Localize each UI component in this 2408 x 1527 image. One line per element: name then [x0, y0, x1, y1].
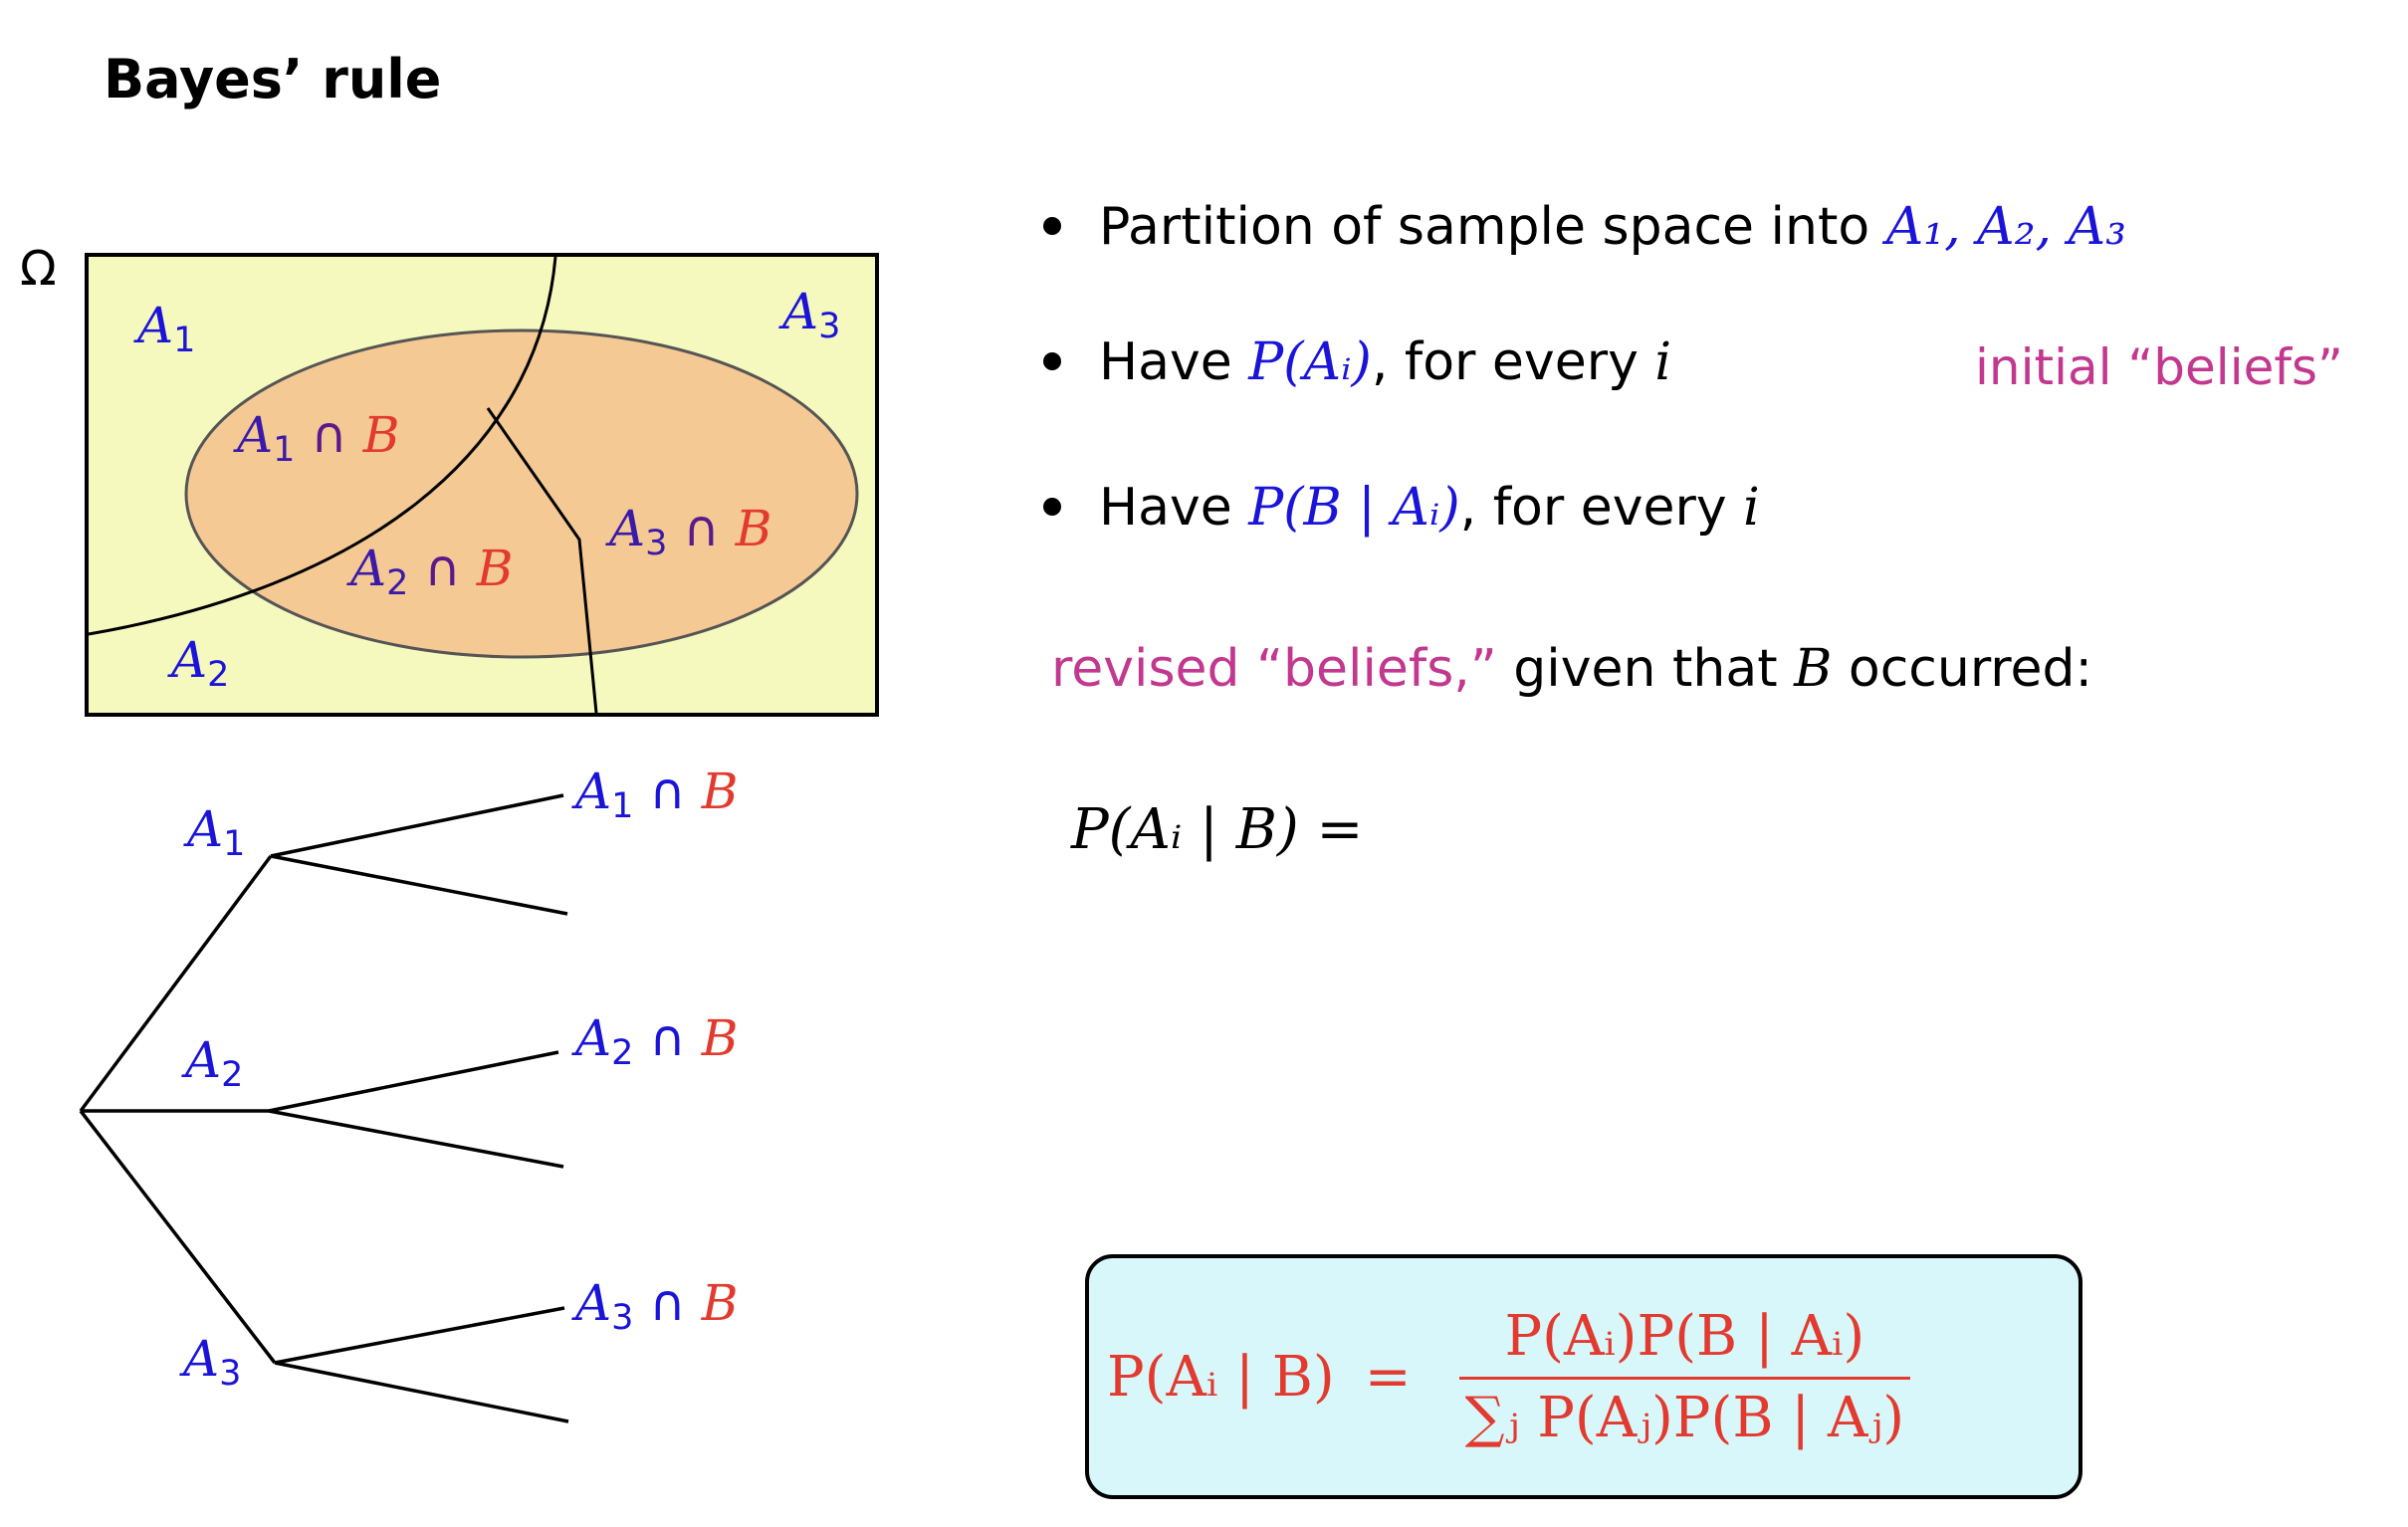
tree-branch-a3-b — [274, 1306, 565, 1365]
bullet-dot — [1043, 217, 1061, 235]
formula-denominator: ∑ⱼ P(Aⱼ)P(B | Aⱼ) — [1464, 1385, 1905, 1450]
tree-node-a3: A3 — [183, 1330, 242, 1394]
tree-branch-a2-bc — [268, 1109, 564, 1169]
tree-branch-a2-b — [268, 1050, 559, 1113]
tree-branch-a1-bc — [270, 854, 568, 916]
region-a2-label: A2 — [171, 631, 230, 695]
tree-branch-root-a3 — [79, 1109, 277, 1365]
omega-label: Ω — [20, 241, 57, 297]
formula-lhs: P(Aᵢ | B) — [1107, 1344, 1335, 1410]
region-a3-cap-b-label: A3 ∩ B — [609, 500, 772, 563]
bayes-formula: P(Aᵢ | B) = P(Aᵢ)P(B | Aᵢ) ∑ⱼ P(Aⱼ)P(B |… — [1107, 1258, 1911, 1495]
fraction-bar — [1458, 1376, 1911, 1380]
tree-node-a1: A1 — [187, 800, 246, 864]
tree-node-a2: A2 — [185, 1031, 244, 1095]
bayes-formula-box: P(Aᵢ | B) = P(Aᵢ)P(B | Aᵢ) ∑ⱼ P(Aⱼ)P(B |… — [1085, 1254, 2082, 1499]
initial-beliefs-note: initial “beliefs” — [1975, 338, 2343, 396]
partial-formula: P(Aᵢ | B) = — [1071, 797, 1364, 862]
bullet-partition: Partition of sample space into A₁, A₂, A… — [1043, 201, 2126, 253]
tree-leaf-a1-cap-b: A1 ∩ B — [575, 763, 739, 826]
formula-fraction: P(Aᵢ)P(B | Aᵢ) ∑ⱼ P(Aⱼ)P(B | Aⱼ) — [1458, 1303, 1911, 1450]
bullet-dot — [1043, 352, 1061, 370]
region-a2-cap-b-label: A2 ∩ B — [350, 540, 514, 603]
event-b-ellipse — [184, 328, 859, 659]
region-a1-label: A1 — [137, 297, 196, 360]
revised-beliefs-line: revised “beliefs,” given that B occurred… — [1051, 639, 2093, 699]
partition-curve-a1-a2 — [88, 256, 557, 636]
region-a1-cap-b-label: A1 ∩ B — [237, 406, 400, 470]
tree-branch-a3-bc — [274, 1361, 569, 1423]
probability-tree — [79, 793, 569, 1423]
partition-line-a2-a3 — [486, 407, 598, 714]
tree-leaf-a2-cap-b: A2 ∩ B — [575, 1009, 739, 1073]
tree-leaf-a3-cap-b: A3 ∩ B — [575, 1274, 739, 1338]
bullet-dot — [1043, 498, 1061, 516]
formula-numerator: P(Aᵢ)P(B | Aᵢ) — [1504, 1303, 1865, 1369]
region-a3-label: A3 — [782, 283, 841, 346]
page-title: Bayes’ rule — [104, 48, 442, 110]
tree-branch-a1-b — [270, 793, 564, 858]
formula-equals: = — [1364, 1344, 1412, 1410]
bullet-prior: Have P(Aᵢ), for every i — [1043, 336, 1671, 388]
tree-branch-root-a1 — [79, 854, 273, 1113]
bullet-likelihood: Have P(B | Aᵢ), for every i — [1043, 482, 1760, 534]
